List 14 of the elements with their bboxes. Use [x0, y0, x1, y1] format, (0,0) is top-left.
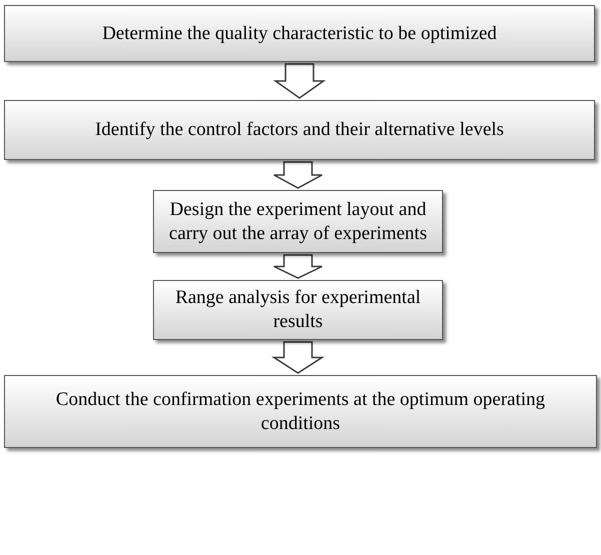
process-box: [4, 375, 597, 448]
step-text: Conduct the confirmation experiments at the optimum operating conditions: [54, 388, 546, 436]
step-text: Determine the quality characteristic to be optimized: [102, 22, 497, 46]
block-arrow: [273, 254, 323, 279]
process-box: [153, 280, 443, 340]
block-arrow: [273, 161, 323, 189]
step-text: Design the experiment layout and carry out the array of experiments: [168, 198, 428, 246]
step-text: Range analysis for experimental results: [174, 286, 422, 334]
step-text: Identify the control factors and their alternative levels: [95, 118, 504, 142]
process-box: [153, 190, 443, 253]
block-arrow: [271, 341, 325, 374]
process-box: [4, 100, 595, 160]
block-arrow: [273, 63, 326, 99]
process-box: [4, 5, 595, 62]
